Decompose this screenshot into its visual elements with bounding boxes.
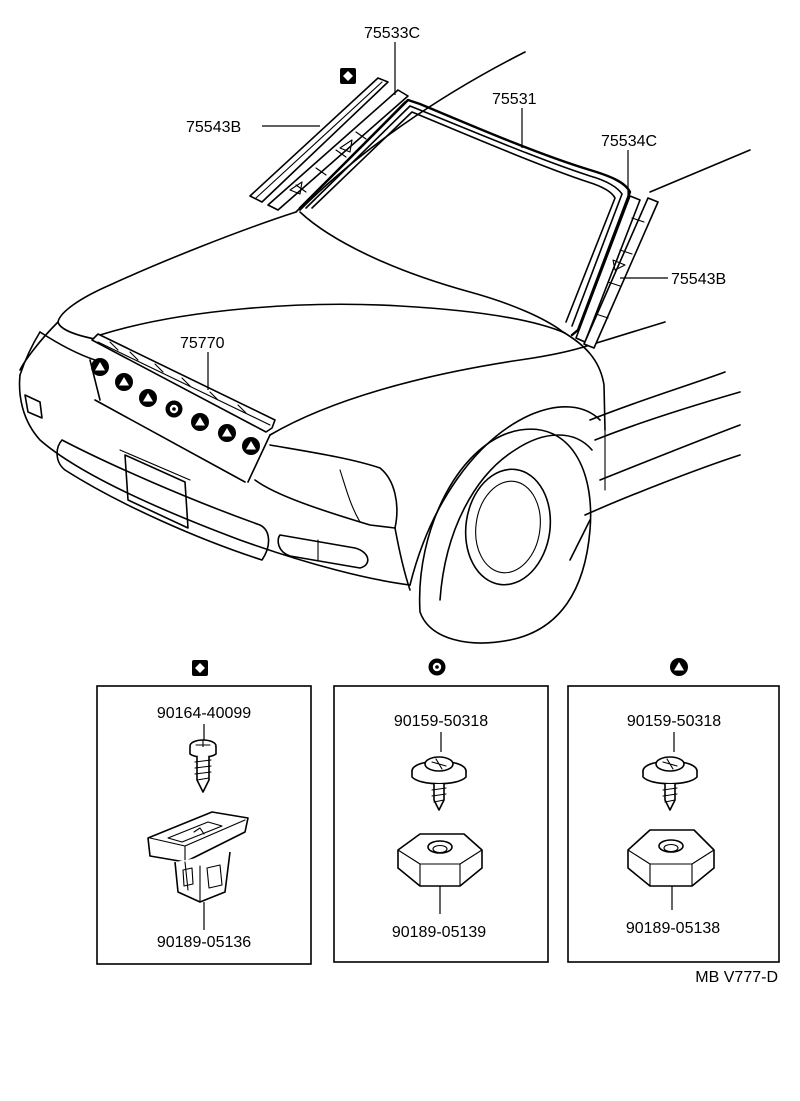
triangle-clip-icon — [218, 424, 236, 442]
car-body-outline — [18, 51, 751, 644]
triangle-clip-icon — [242, 437, 260, 455]
triangle-clip-icon — [139, 389, 157, 407]
circle-star-icon — [428, 658, 446, 676]
washer-screw — [642, 756, 698, 811]
part-number-top: 90164-40099 — [157, 705, 251, 722]
square-nut — [627, 829, 715, 887]
figure-code: MB V777-D — [695, 969, 778, 986]
fastener-panel-triangle: 90159-50318 90189-05138 — [567, 658, 780, 963]
tapping-screw — [189, 739, 217, 793]
callout-75543b-right: 75543B — [671, 271, 726, 288]
triangle-clip-icon — [115, 373, 133, 391]
callout-75531: 75531 — [492, 91, 537, 108]
triangle-clip-icon — [91, 358, 109, 376]
right-pillar-moulding — [575, 195, 659, 349]
square-nut — [397, 833, 483, 887]
part-number-top: 90159-50318 — [627, 713, 721, 730]
left-pillar-moulding — [249, 77, 409, 211]
clip-nut — [147, 811, 249, 903]
part-number-bottom: 90189-05136 — [157, 934, 251, 951]
part-number-bottom: 90189-05139 — [392, 924, 486, 941]
callout-75534c: 75534C — [601, 133, 657, 150]
callout-75543b-left: 75543B — [186, 119, 241, 136]
triangle-clip-icon — [191, 413, 209, 431]
callout-75770: 75770 — [180, 335, 225, 352]
fastener-panel-diamond: 90164-40099 90189-05136 — [96, 660, 312, 965]
leader-lines — [207, 42, 668, 390]
part-number-bottom: 90189-05138 — [626, 920, 720, 937]
fastener-panel-circle-star: 90159-50318 90189-05139 — [333, 658, 549, 963]
washer-screw — [411, 756, 467, 811]
part-number-top: 90159-50318 — [394, 713, 488, 730]
diamond-icon — [192, 660, 208, 676]
diamond-clip-icon — [340, 68, 356, 84]
callout-75533c: 75533C — [364, 25, 420, 42]
windshield-moulding — [298, 98, 632, 337]
triangle-icon — [670, 658, 688, 676]
circle-star-clip-icon — [165, 400, 183, 418]
cowl-louver — [91, 333, 276, 433]
